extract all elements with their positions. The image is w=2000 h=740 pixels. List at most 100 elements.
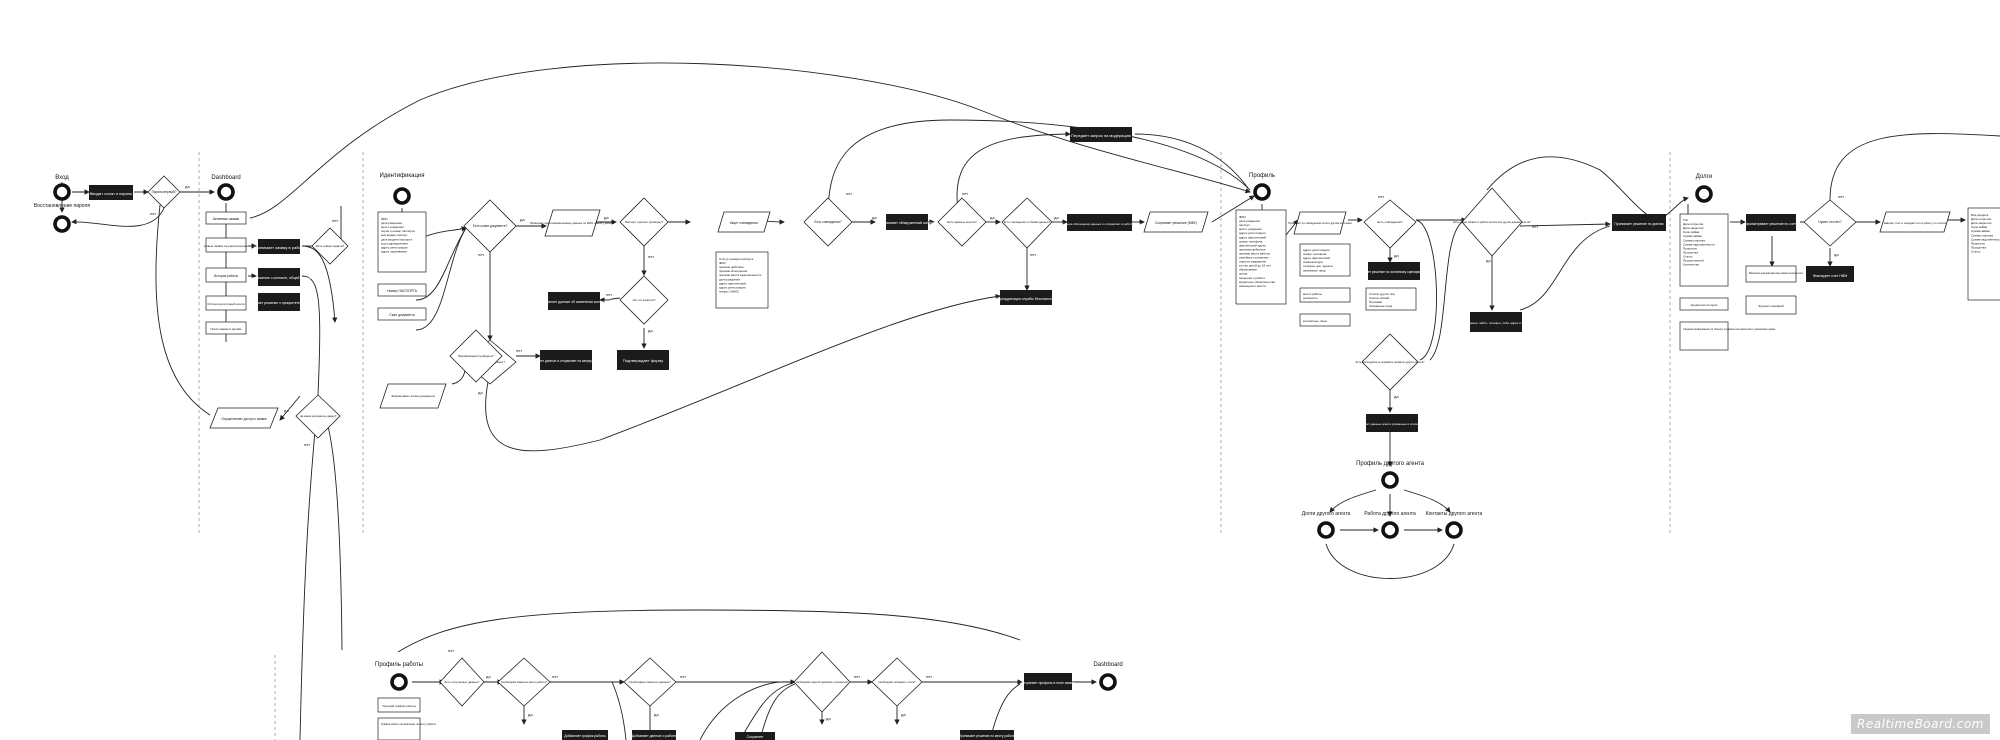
- box-accept-case[interactable]: Принимает решение о контакте, общей инфо…: [237, 268, 321, 286]
- para-address[interactable]: Проверяет идентификационные данные по ФИ…: [530, 209, 614, 237]
- circle-contacts-other[interactable]: [1445, 521, 1463, 539]
- box-work-l1[interactable]: Текущий график работы: [377, 697, 421, 713]
- box-work-b4[interactable]: Принимает решение по месту работы: [959, 730, 1016, 740]
- diamond-has-docs[interactable]: Есть копия документа?: [463, 199, 517, 253]
- text-line: адрес фактический: [719, 281, 746, 285]
- box-debts-sub2[interactable]: Сводная информация по объекту в рамках к…: [1679, 321, 1776, 351]
- box-dash-active[interactable]: Активные заявки: [205, 211, 247, 225]
- circle-profile-other[interactable]: [1381, 471, 1399, 489]
- circle-identification[interactable]: [393, 187, 411, 205]
- diamond-doc-ok[interactable]: Паспорт прошел проверку?: [619, 197, 669, 247]
- box-confirm-form[interactable]: Подтверждает форму: [617, 350, 669, 370]
- box-enter-login[interactable]: Вводит логин и пароль: [89, 185, 133, 200]
- diamond-is-new[interactable]: Есть совпадения?: [803, 197, 853, 247]
- para-bank[interactable]: Ищет совпадения: [717, 211, 771, 233]
- diamond-is-duplicate[interactable]: Есть совпадения?: [1363, 199, 1417, 249]
- diamond-w-last[interactable]: Необходимо проверить счета?: [871, 657, 923, 707]
- para-result[interactable]: Сохраняет решение (МВУ): [1143, 211, 1209, 233]
- box-save-docs[interactable]: Сохраняет данные и отправляет на сверку …: [528, 350, 604, 370]
- text-line: Дата закрытия: [1683, 226, 1704, 230]
- para-rec-docs-text: Запрашивает копию документа: [391, 394, 435, 398]
- box-debts-more[interactable]: Фиксирует счет НВМ: [1806, 266, 1854, 282]
- box-debts-sub1[interactable]: Кредитная история: [1679, 297, 1729, 311]
- box-dash-search[interactable]: Поиск заявки в архиве: [205, 321, 247, 335]
- box-accept-other-text: Просматривает данные агента указанные в …: [1348, 422, 1436, 426]
- diamond-debt-check[interactable]: Нужен ли счет?: [1803, 199, 1857, 247]
- diamond-more-data[interactable]: Есть данные агента?: [937, 197, 987, 247]
- circle-debts-other[interactable]: [1317, 521, 1335, 539]
- box-dash-new[interactable]: Новые заявки на рассмотрение: [204, 237, 248, 253]
- circle-work-profile[interactable]: [390, 673, 408, 691]
- box-accept-profile[interactable]: Принимает решение по основному сценарию …: [1355, 262, 1435, 280]
- box-id-tab1[interactable]: Номер ПАСПОРТА: [377, 283, 427, 297]
- para-rec-docs[interactable]: Запрашивает копию документа: [379, 383, 447, 409]
- text-line: Связанные лица: [1369, 304, 1393, 308]
- diamond-w-type[interactable]: Необходимо изменить место работы?: [497, 657, 551, 707]
- box-accept-decision[interactable]: Принимает решение обогащения данных и от…: [1044, 214, 1155, 231]
- circle-dashboard-end[interactable]: [1099, 673, 1117, 691]
- box-work-b2[interactable]: Добавляет данные о работе: [632, 730, 677, 740]
- diamond-verified[interactable]: Верификация пройдена?: [449, 329, 503, 383]
- circle-vhod[interactable]: [53, 183, 71, 201]
- box-work-b3[interactable]: Сохраняет: [735, 732, 775, 740]
- box-save-contact[interactable]: Сохраняет данные об изменении контакта: [540, 292, 608, 310]
- box-id-tab2[interactable]: Скан документа: [377, 307, 427, 321]
- text-line: Сумма займа: [1683, 234, 1702, 238]
- diamond-pay-stop[interactable]: На какие документы давно?: [295, 394, 341, 439]
- label-yes: да: [826, 716, 831, 721]
- para-debt-form[interactable]: Заводит счет и передает его в работу по …: [1879, 211, 1951, 233]
- diamond-more-data-text: Есть данные агента?: [947, 220, 977, 224]
- diamond-need-more[interactable]: Есть необходимость исправить профиль дру…: [1356, 333, 1425, 391]
- diamond-can-add[interactable]: Есть новые заявки по работе агента или д…: [1453, 187, 1531, 257]
- diamond-is-tracked[interactable]: Есть совпадения по базам данных?: [1001, 197, 1053, 249]
- box-work-l2[interactable]: График работы организации по месту работ…: [377, 717, 436, 740]
- section-profile-other: Профиль другого агента: [1356, 461, 1425, 467]
- box-debts-sub3[interactable]: Внешняя инициатива вне рамок контрагента: [1745, 265, 1803, 283]
- box-add-contact-row[interactable]: Добавляет сведения, зайти, телефон, либо…: [1449, 312, 1544, 332]
- box-add-contact[interactable]: Записывает обнаруженный контакт: [879, 214, 935, 230]
- section-contacts-other: Контакты другого агента: [1426, 511, 1483, 517]
- circle-debts[interactable]: [1695, 185, 1713, 203]
- box-send-moderation[interactable]: Переадресация службы безопасности: [996, 290, 1056, 305]
- circle-work-other[interactable]: [1381, 521, 1399, 539]
- diamond-pw-ok[interactable]: Пароль верный?: [147, 175, 181, 209]
- text-line: Сумма задолженности: [1971, 237, 2000, 241]
- box-requests-contact[interactable]: Передает запрос на модерацию: [1070, 127, 1132, 142]
- box-accept-debts[interactable]: Принимает решение по долгам: [1612, 214, 1666, 231]
- box-accept-work[interactable]: Принимает заявку в работу: [253, 239, 305, 254]
- diamond-stop[interactable]: Нет ли запрета?: [619, 275, 669, 325]
- circle-dashboard[interactable]: [217, 183, 235, 201]
- diamond-w-more-text: Необходимо зарегистрировать отношения?: [796, 680, 849, 684]
- diamond-w-has[interactable]: Есть полученные данные?: [439, 657, 485, 707]
- circle-restore[interactable]: [53, 215, 71, 233]
- diamond-in-work[interactable]: Есть новые задачи?: [311, 227, 349, 265]
- box-debts-sub4[interactable]: Журнал операций: [1745, 295, 1797, 315]
- box-work-b1[interactable]: Добавляет график работы: [562, 730, 608, 740]
- box-accept-debt[interactable]: Принимает решение о приоритете оплаты: [246, 293, 313, 311]
- box-debts-right[interactable]: Просматривает решение по счету: [1744, 214, 1798, 231]
- text-line: дата выдачи паспорта: [381, 237, 412, 241]
- text-line: место рождения: [381, 225, 404, 229]
- text-line: номер СНИЛС: [719, 289, 740, 293]
- circle-profile[interactable]: [1253, 183, 1271, 201]
- text-line: номер телефона: [1303, 252, 1327, 256]
- para-search-pos[interactable]: Проверяет по совпадениям поля в другом и…: [1288, 211, 1352, 235]
- text-line: Дата открытия: [1683, 222, 1704, 226]
- para-dashboard-sign[interactable]: Осуществляет доступ к заявке: [209, 407, 279, 429]
- box-profile-sub3[interactable]: контактные лица: [1299, 313, 1351, 327]
- diamond-w-more[interactable]: Необходимо зарегистрировать отношения?: [793, 651, 851, 713]
- box-dash-regs[interactable]: История регистраций агента: [205, 295, 247, 311]
- box-work-accept[interactable]: Сохраняет профиль в поле заявок: [1021, 673, 1076, 690]
- box-accept-other[interactable]: Просматривает данные агента указанные в …: [1348, 414, 1436, 432]
- box-dash-history[interactable]: История работы: [205, 267, 247, 283]
- diamond-w-valid[interactable]: Необходимо изменить данные?: [623, 657, 677, 707]
- box-add-contact-row-text: Добавляет сведения, зайти, телефон, либо…: [1449, 321, 1544, 325]
